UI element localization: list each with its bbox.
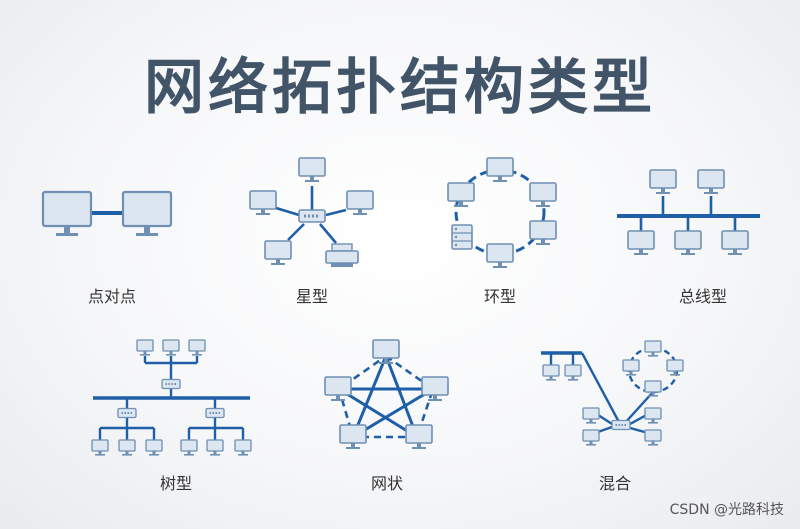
computer-icon: [162, 339, 180, 357]
switch-icon: [117, 407, 137, 419]
computer-icon: [644, 429, 662, 447]
label-ring: 环型: [483, 287, 516, 306]
computer-icon: [649, 169, 677, 195]
computer-icon: [721, 230, 749, 256]
computer-icon: [298, 157, 326, 183]
bus-topology: [617, 169, 760, 256]
computer-icon: [529, 220, 557, 246]
watermark: CSDN @光路科技: [669, 502, 784, 518]
point-to-point-topology: [41, 190, 173, 238]
computer-icon: [372, 339, 400, 365]
label-point-to-point: 点对点: [87, 287, 136, 306]
computer-icon: [644, 407, 662, 425]
computer-icon: [644, 340, 662, 358]
computer-icon: [486, 243, 514, 269]
ring-topology: [447, 157, 557, 269]
switch-icon: [161, 378, 181, 390]
computer-icon: [234, 439, 252, 457]
computer-icon: [41, 190, 93, 238]
computer-icon: [674, 230, 702, 256]
printer-icon: [325, 243, 359, 267]
label-tree: 树型: [159, 474, 192, 493]
computer-icon: [644, 380, 662, 398]
computer-icon: [421, 376, 449, 402]
page-title: 网络拓扑结构类型: [144, 53, 656, 123]
computer-icon: [339, 424, 367, 450]
computer-icon: [249, 190, 277, 216]
computer-icon: [206, 439, 224, 457]
star-topology: [249, 157, 374, 267]
computer-icon: [542, 364, 560, 382]
computer-icon: [486, 157, 514, 183]
computer-icon: [136, 339, 154, 357]
computer-icon: [121, 190, 173, 238]
computer-icon: [264, 240, 292, 266]
computer-icon: [145, 439, 163, 457]
computer-icon: [188, 339, 206, 357]
computer-icon: [529, 182, 557, 208]
computer-icon: [564, 364, 582, 382]
computer-icon: [405, 424, 433, 450]
server-icon: [451, 224, 473, 250]
computer-icon: [346, 190, 374, 216]
label-bus: 总线型: [678, 287, 727, 306]
computer-icon: [91, 439, 109, 457]
computer-icon: [666, 359, 684, 377]
computer-icon: [324, 376, 352, 402]
computer-icon: [582, 429, 600, 447]
computer-icon: [697, 169, 725, 195]
computer-icon: [622, 359, 640, 377]
label-mesh: 网状: [370, 474, 403, 493]
switch-icon: [297, 208, 327, 224]
computer-icon: [447, 182, 475, 208]
tree-topology: [91, 339, 252, 457]
hybrid-topology: [541, 340, 684, 447]
computer-icon: [180, 439, 198, 457]
mesh-topology: [324, 339, 449, 450]
computer-icon: [582, 407, 600, 425]
label-star: 星型: [295, 287, 328, 306]
label-hybrid: 混合: [598, 474, 631, 493]
computer-icon: [118, 439, 136, 457]
switch-icon: [611, 419, 631, 431]
switch-icon: [205, 407, 225, 419]
computer-icon: [627, 230, 655, 256]
